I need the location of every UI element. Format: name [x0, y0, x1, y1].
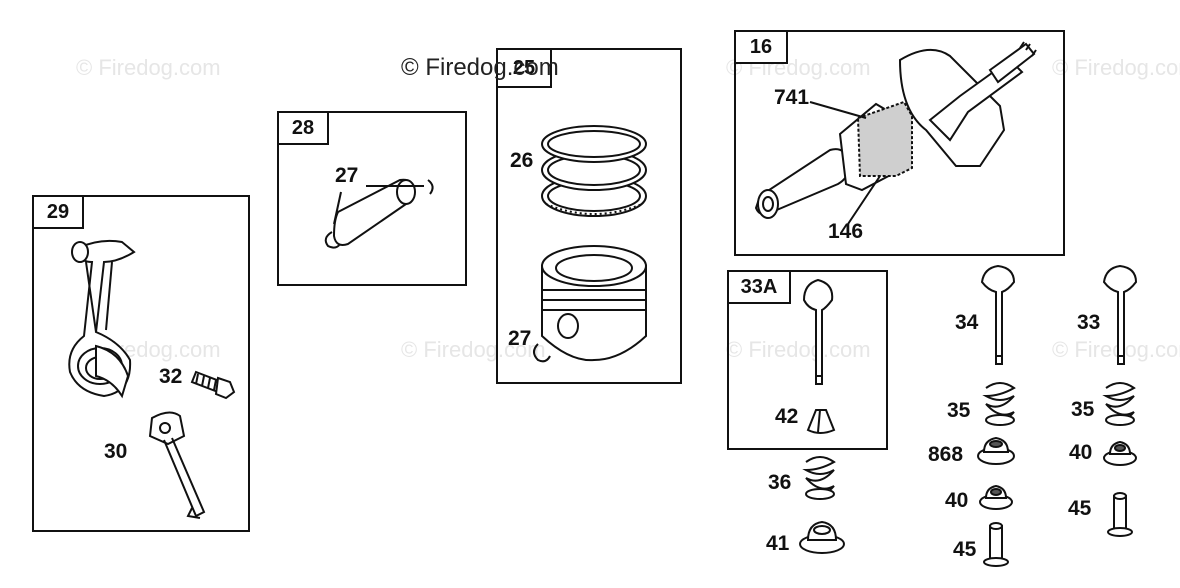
group-label: 16 — [734, 30, 788, 64]
group-box-33a: 33A — [727, 270, 888, 450]
part-label-146: 146 — [828, 220, 864, 243]
part-label-45: 45 — [1068, 497, 1092, 520]
part-label-36: 36 — [768, 471, 792, 494]
tappet-illustration — [983, 522, 1009, 567]
group-box-28: 28 — [277, 111, 467, 286]
crankshaft-illustration — [754, 41, 1037, 225]
group-box-25: 25 — [496, 48, 682, 384]
bolt-illustration — [190, 370, 236, 400]
part-label-27: 27 — [335, 164, 359, 187]
part-label-27: 27 — [508, 327, 532, 350]
group-label: 28 — [277, 111, 329, 145]
retainer-illustration — [799, 520, 845, 554]
watermark: © Firedog.com — [1052, 337, 1180, 362]
part-label-42: 42 — [775, 405, 799, 428]
wrist-pin-illustration — [324, 178, 434, 249]
watermark: © Firedog.com — [76, 55, 221, 80]
part-label-33: 33 — [1077, 311, 1101, 334]
tappet-illustration — [1107, 492, 1133, 537]
part-label-40: 40 — [945, 489, 969, 512]
retainer-illustration — [979, 484, 1013, 510]
part-label-41: 41 — [766, 532, 790, 555]
part-label-30: 30 — [104, 440, 128, 463]
part-label-34: 34 — [955, 311, 979, 334]
valve-illustration — [980, 264, 1016, 365]
retainer-illustration — [1103, 440, 1137, 466]
group-box-16: 16 — [734, 30, 1065, 256]
seal-illustration — [977, 436, 1015, 465]
part-label-35: 35 — [947, 399, 971, 422]
piston-illustration — [533, 245, 647, 363]
watermark: © Firedog.com — [401, 337, 546, 362]
part-label-32: 32 — [159, 365, 183, 388]
watermark: © Firedog.com — [401, 54, 559, 81]
part-label-741: 741 — [774, 86, 810, 109]
valve-spring-illustration — [982, 382, 1016, 426]
watermark: © Firedog.com — [726, 337, 871, 362]
valve-spring-illustration — [1102, 382, 1136, 426]
group-label: 25 — [496, 48, 552, 88]
part-label-868: 868 — [928, 443, 964, 466]
connecting-rod-illustration — [68, 239, 136, 399]
dipper-illustration — [148, 411, 206, 519]
group-label: 33A — [727, 270, 791, 304]
valve-illustration — [802, 278, 834, 385]
part-label-45: 45 — [953, 538, 977, 561]
watermark: © Firedog.com — [1052, 55, 1180, 80]
part-label-40: 40 — [1069, 441, 1093, 464]
group-label: 29 — [32, 195, 84, 229]
valve-keeper-illustration — [806, 409, 836, 434]
part-label-35: 35 — [1071, 398, 1095, 421]
group-box-29: 29 — [32, 195, 250, 532]
piston-rings-illustration — [541, 125, 647, 217]
valve-illustration — [1102, 264, 1138, 365]
valve-spring-illustration — [802, 456, 836, 500]
part-label-26: 26 — [510, 149, 534, 172]
